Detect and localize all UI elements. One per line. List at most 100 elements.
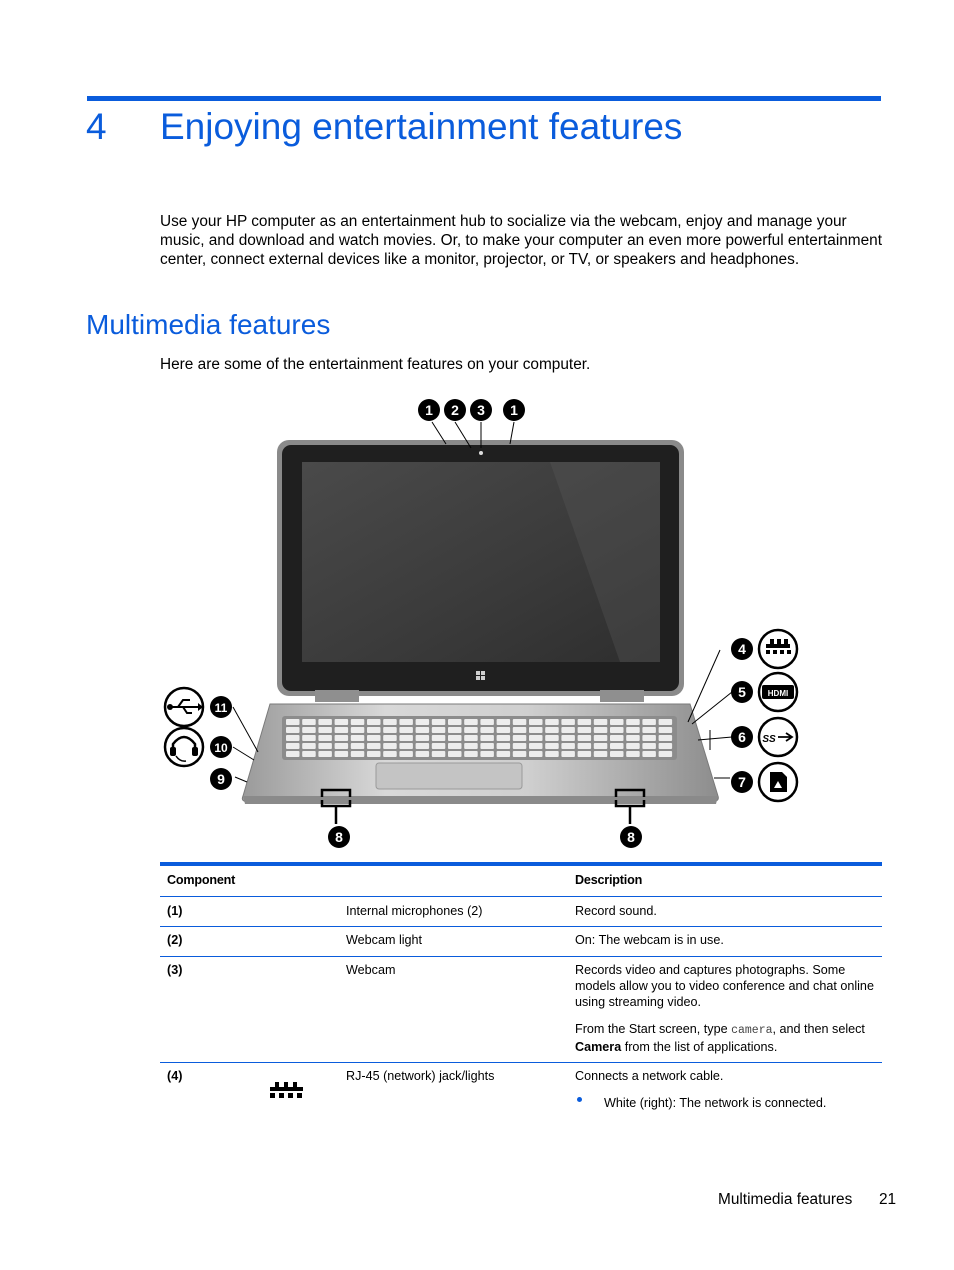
keyboard-key [350,727,365,733]
keyboard-key [496,743,511,749]
keyboard-key [610,727,624,733]
keyboard-key [318,743,332,749]
row-id: (1) [167,904,183,918]
keyboard-key [318,719,332,725]
callout-9: 9 [210,768,232,790]
section-intro: Here are some of the entertainment featu… [160,356,591,373]
keyboard-key [302,727,316,733]
row-name: Webcam [346,963,396,977]
keyboard-key [318,735,332,741]
keyboard-key [464,719,478,725]
keyboard-key [529,751,543,757]
rj45-network-icon [757,628,799,670]
keyboard-key [302,719,316,725]
row-name: RJ-45 (network) jack/lights [346,1069,495,1083]
keyboard-key [561,727,575,733]
keyboard-key [383,727,397,733]
callout-badges: 1 2 3 1 4 5 6 7 8 8 9 10 11 [210,399,753,848]
callout-10: 10 [210,736,232,758]
keyboard-key [367,719,381,725]
keyboard-key [545,719,559,725]
keyboard-key [480,751,494,757]
page-number: 21 [879,1191,897,1208]
keyboard-key [350,719,365,725]
keyboard-key [383,719,397,725]
svg-text:11: 11 [215,701,228,715]
bullet-dot [577,1097,582,1102]
callout-3: 3 [470,399,492,421]
row-bullet-text: White (right): The network is connected. [604,1096,827,1110]
table-header-component: Component [167,873,236,887]
memory-card-icon [757,761,799,803]
keyboard-key [626,735,640,741]
keyboard-key [512,743,527,749]
keyboard-key [577,727,592,733]
keyboard-key [431,727,446,733]
keyboard-key [496,735,511,741]
keyboard-key [367,751,381,757]
keyboard-key [448,743,462,749]
keyboard-key [431,751,446,757]
keyboard-key [415,743,430,749]
keyboard-key [577,719,592,725]
keyboard-key [593,719,608,725]
keyboard-key [350,735,365,741]
keyboard-key [496,727,511,733]
row-divider [160,956,882,957]
keyboard-key [448,727,462,733]
intro-paragraph: Use your HP computer as an entertainment… [160,213,883,268]
keyboard-key [431,743,446,749]
keyboard-key [626,727,640,733]
headset-icon [163,726,205,768]
keyboard-key [512,727,527,733]
keyboard-key [561,751,575,757]
keyboard-key [318,727,332,733]
keyboard-key [302,751,316,757]
keyboard-key [431,735,446,741]
row-description-2: From the Start screen, type camera, and … [575,1022,865,1054]
keyboard-key [464,751,478,757]
keyboard-key [658,719,673,725]
keyboard-key [350,743,365,749]
keyboard-key [286,727,300,733]
keyboard-key [626,743,640,749]
keyboard-key [610,735,624,741]
keyboard-key [415,719,430,725]
keyboard-key [399,719,413,725]
keyboard-key [610,743,624,749]
row-divider [160,1062,882,1063]
keyboard-key [480,743,494,749]
keyboard-key [642,743,656,749]
keyboard-key [415,727,430,733]
keyboard-key [448,751,462,757]
row-id: (3) [167,963,183,977]
keyboard-key [286,743,300,749]
chapter-number: 4 [86,106,107,147]
svg-text:6: 6 [738,729,746,745]
callout-7: 7 [731,771,753,793]
svg-text:8: 8 [627,829,635,845]
keyboard-key [448,735,462,741]
keyboard-key [512,751,527,757]
svg-text:HDMI: HDMI [768,689,788,698]
row-description: Record sound. [575,904,657,918]
windows-logo-icon [476,671,485,680]
keyboard-key [480,719,494,725]
svg-text:SS: SS [762,734,776,745]
keyboard-key [318,751,332,757]
keyboard-key [642,735,656,741]
keyboard-key [383,735,397,741]
keyboard-key [367,727,381,733]
table-header-description: Description [575,873,643,887]
svg-text:2: 2 [451,402,459,418]
keyboard-key [610,751,624,757]
keyboard-key [642,719,656,725]
keyboard-key [286,735,300,741]
keyboard-key [577,743,592,749]
keyboard-key [383,743,397,749]
chapter-rule [87,96,881,101]
keyboard-key [496,719,511,725]
keyboard-key [480,727,494,733]
svg-text:1: 1 [425,402,433,418]
svg-text:9: 9 [217,771,225,787]
